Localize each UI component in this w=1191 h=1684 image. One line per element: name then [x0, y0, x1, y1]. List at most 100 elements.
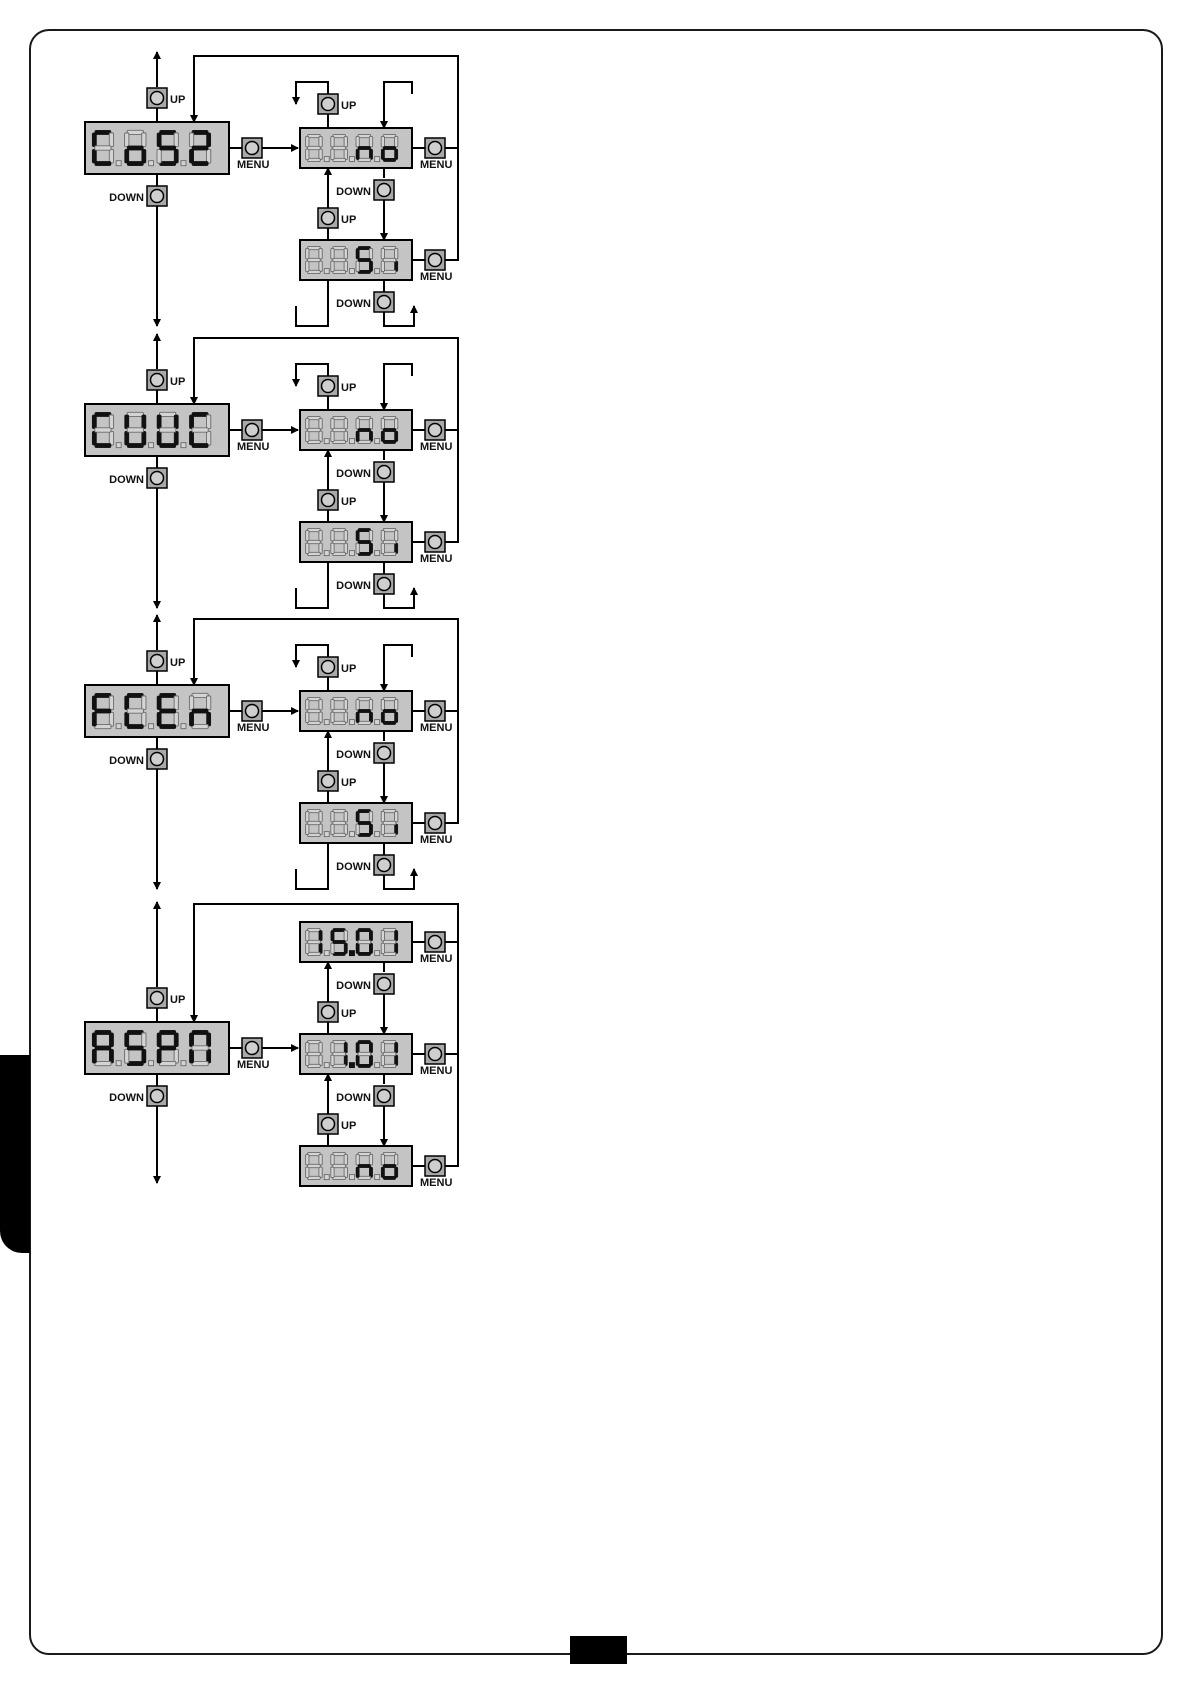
down-button[interactable]: [374, 743, 394, 763]
segment: [92, 415, 96, 429]
up-button[interactable]: [318, 657, 338, 677]
up-label: UP: [170, 994, 185, 1006]
segment: [331, 431, 334, 442]
segment: [331, 530, 334, 541]
segment: [358, 440, 371, 443]
down-button-knob: [151, 1090, 164, 1103]
segment: [308, 833, 321, 836]
menu-button[interactable]: [242, 1038, 262, 1058]
menu-button-knob: [429, 1160, 442, 1173]
menu-button[interactable]: [425, 932, 445, 952]
menu-button[interactable]: [425, 250, 445, 270]
up-label: UP: [341, 777, 356, 789]
down-label: DOWN: [336, 861, 371, 873]
down-button[interactable]: [374, 292, 394, 312]
down-button[interactable]: [374, 574, 394, 594]
segment: [381, 1042, 384, 1053]
up-button[interactable]: [318, 1002, 338, 1022]
down-button[interactable]: [374, 462, 394, 482]
segment: [333, 1152, 346, 1155]
segment: [331, 699, 334, 710]
segment-dot: [324, 951, 329, 956]
up-button[interactable]: [318, 490, 338, 510]
down-button[interactable]: [374, 180, 394, 200]
main-display-fcen: [85, 685, 229, 737]
segment: [127, 412, 143, 416]
menu-button[interactable]: [425, 701, 445, 721]
menu-button[interactable]: [425, 532, 445, 552]
menu-button[interactable]: [242, 138, 262, 158]
segment: [358, 428, 371, 431]
menu-label: MENU: [237, 1059, 269, 1071]
down-button[interactable]: [374, 974, 394, 994]
menu-button[interactable]: [425, 138, 445, 158]
menu-button-knob: [246, 705, 259, 718]
segment: [333, 940, 346, 943]
menu-button[interactable]: [242, 701, 262, 721]
down-button[interactable]: [374, 1086, 394, 1106]
up-button[interactable]: [147, 88, 167, 108]
down-button[interactable]: [147, 186, 167, 206]
segment: [383, 940, 396, 943]
down-button[interactable]: [147, 749, 167, 769]
segment: [306, 418, 309, 429]
segment: [356, 261, 359, 272]
segment: [306, 530, 309, 541]
up-button[interactable]: [318, 1114, 338, 1134]
down-button-knob: [378, 578, 391, 591]
down-button[interactable]: [147, 468, 167, 488]
segment-dot: [375, 720, 380, 725]
menu-button[interactable]: [425, 1156, 445, 1176]
segment: [157, 712, 161, 726]
menu-button[interactable]: [242, 420, 262, 440]
segment: [127, 130, 143, 134]
segment: [189, 1033, 193, 1047]
segment: [95, 1030, 111, 1034]
menu-button[interactable]: [425, 1044, 445, 1064]
segment: [306, 699, 309, 710]
up-button[interactable]: [147, 988, 167, 1008]
down-button[interactable]: [374, 855, 394, 875]
up-button[interactable]: [318, 771, 338, 791]
segment: [383, 134, 396, 137]
option-display-no: [300, 691, 412, 731]
segment: [192, 428, 208, 432]
segment: [319, 811, 322, 822]
segment: [344, 930, 347, 941]
segment-dot: [349, 157, 354, 162]
segment: [344, 530, 347, 541]
up-button[interactable]: [147, 370, 167, 390]
segment: [306, 943, 309, 954]
segment: [356, 943, 359, 954]
up-button[interactable]: [318, 376, 338, 396]
segment: [331, 824, 334, 835]
segment: [333, 540, 346, 543]
down-button[interactable]: [147, 1086, 167, 1106]
segment: [127, 443, 143, 447]
up-button[interactable]: [318, 94, 338, 114]
segment: [174, 149, 178, 163]
up-button-knob: [322, 661, 335, 674]
segment: [344, 248, 347, 259]
segment: [358, 697, 371, 700]
segment: [109, 1033, 113, 1047]
segment: [308, 158, 321, 161]
segment-dot: [349, 551, 354, 556]
menu-button[interactable]: [425, 813, 445, 833]
segment: [308, 1176, 321, 1179]
segment-dot: [375, 1063, 380, 1068]
segment: [109, 133, 113, 147]
up-label: UP: [341, 663, 356, 675]
segment: [356, 699, 359, 710]
segment: [308, 270, 321, 273]
segment: [381, 149, 384, 160]
segment: [160, 428, 176, 432]
segment: [127, 1030, 143, 1034]
up-button[interactable]: [318, 208, 338, 228]
menu-button[interactable]: [425, 420, 445, 440]
up-button[interactable]: [147, 651, 167, 671]
segment: [356, 530, 359, 541]
up-button-knob: [322, 98, 335, 111]
segment: [192, 161, 208, 165]
segment: [333, 952, 346, 955]
